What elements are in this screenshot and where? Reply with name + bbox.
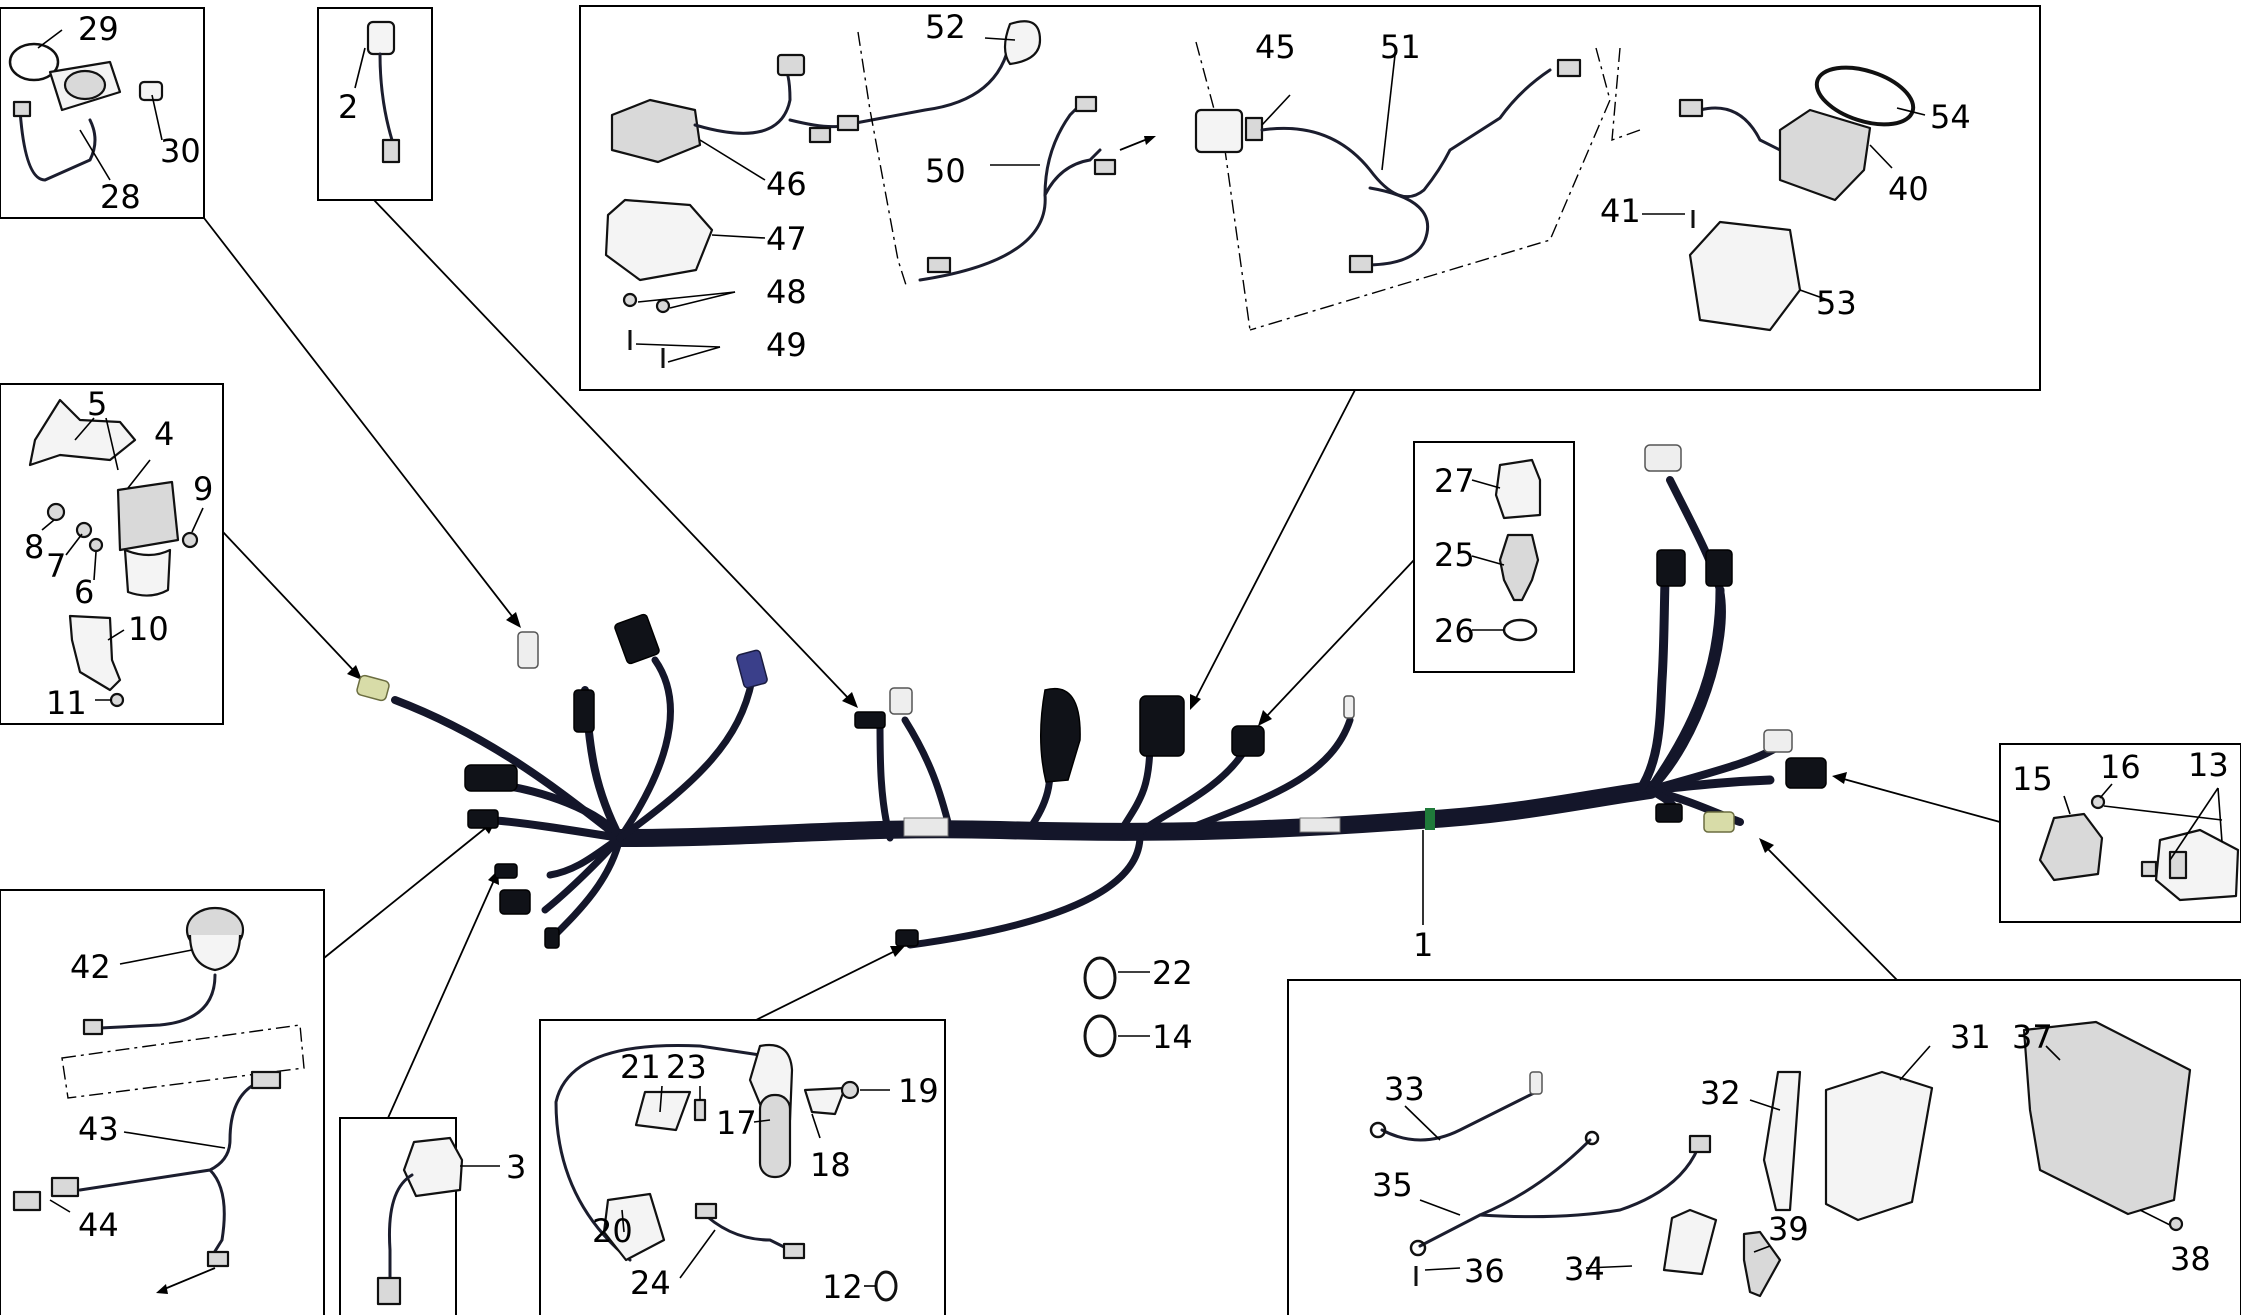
- callout-47: 47: [766, 220, 807, 258]
- callout-41: 41: [1600, 192, 1641, 230]
- relay-group-parts: [28, 398, 204, 708]
- harness-connectors: [356, 444, 1827, 949]
- callout-31: 31: [1950, 1018, 1991, 1056]
- callout-24: 24: [630, 1264, 671, 1302]
- callout-1: 1: [1413, 926, 1433, 964]
- callout-9: 9: [193, 470, 213, 508]
- clips-22-14: [1083, 956, 1150, 1058]
- callout-2: 2: [338, 88, 358, 126]
- callout-38: 38: [2170, 1240, 2211, 1278]
- callout-27: 27: [1434, 462, 1475, 500]
- callout-14: 14: [1152, 1018, 1193, 1056]
- callout-53: 53: [1816, 284, 1857, 322]
- pointer-arrows: [203, 199, 2001, 1119]
- callout-36: 36: [1464, 1252, 1505, 1290]
- callout-16: 16: [2100, 748, 2141, 786]
- callout-30: 30: [160, 132, 201, 170]
- callout-39: 39: [1768, 1210, 1809, 1248]
- callout-20: 20: [592, 1212, 633, 1250]
- callout-49: 49: [766, 326, 807, 364]
- main-wiring-harness: [391, 476, 1784, 949]
- callout-4: 4: [154, 415, 174, 453]
- callout-43: 43: [78, 1110, 119, 1148]
- callout-22: 22: [1152, 954, 1193, 992]
- handlebar-switch-parts: [8, 29, 164, 182]
- callout-51: 51: [1380, 28, 1421, 66]
- callout-34: 34: [1564, 1250, 1605, 1288]
- callout-33: 33: [1384, 1070, 1425, 1108]
- callout-7: 7: [46, 547, 66, 585]
- callout-32: 32: [1700, 1074, 1741, 1112]
- starter-relay-parts: [2038, 783, 2240, 902]
- temp-sensor-parts: [1471, 458, 1542, 642]
- callout-11: 11: [46, 684, 87, 722]
- callout-52: 52: [925, 8, 966, 46]
- ignition-coil-parts: [554, 1043, 898, 1302]
- callout-21: 21: [620, 1048, 661, 1086]
- callout-28: 28: [100, 178, 141, 216]
- callout-29: 29: [78, 10, 119, 48]
- box-ignition-switch: [0, 889, 325, 1315]
- callout-3: 3: [506, 1148, 526, 1186]
- box-ignition-coil: [539, 1019, 946, 1315]
- callout-54: 54: [1930, 98, 1971, 136]
- callout-40: 40: [1888, 170, 1929, 208]
- callout-25: 25: [1434, 536, 1475, 574]
- callout-45: 45: [1255, 28, 1296, 66]
- callout-8: 8: [24, 528, 44, 566]
- callout-37: 37: [2012, 1018, 2053, 1056]
- callout-15: 15: [2012, 760, 2053, 798]
- battery-group-parts: [1369, 1020, 2192, 1298]
- instrument-group-parts: [604, 20, 1926, 368]
- callout-12: 12: [822, 1268, 863, 1306]
- callout-18: 18: [810, 1146, 851, 1184]
- callout-26: 26: [1434, 612, 1475, 650]
- callout-19: 19: [898, 1072, 939, 1110]
- callout-44: 44: [78, 1206, 119, 1244]
- callout-17: 17: [716, 1104, 757, 1142]
- callout-42: 42: [70, 948, 111, 986]
- callout-46: 46: [766, 165, 807, 203]
- box-instrument-group: [579, 5, 2041, 391]
- callout-10: 10: [128, 610, 169, 648]
- callout-6: 6: [74, 573, 94, 611]
- ignition-switch-parts: [12, 906, 305, 1294]
- callout-50: 50: [925, 152, 966, 190]
- callout-23: 23: [666, 1048, 707, 1086]
- box-temp-sensor: [1413, 441, 1575, 673]
- sensor-3-part: [376, 1136, 500, 1306]
- callout-13: 13: [2188, 746, 2229, 784]
- callout-5: 5: [87, 385, 107, 423]
- callout-35: 35: [1372, 1166, 1413, 1204]
- callout-48: 48: [766, 273, 807, 311]
- sensor-2-part: [354, 20, 401, 164]
